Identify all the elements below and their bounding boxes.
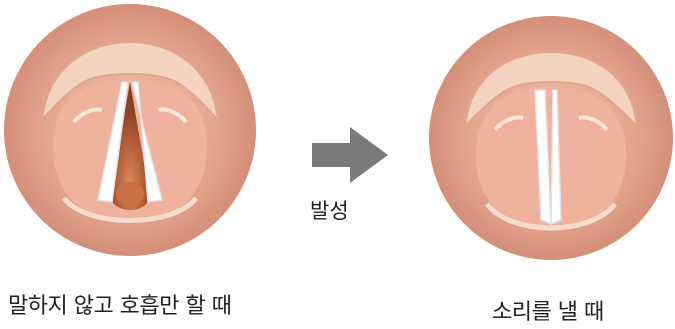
right-caption: 소리를 낼 때 bbox=[492, 294, 604, 326]
right-arrow-icon bbox=[310, 125, 390, 185]
larynx-open-illustration bbox=[2, 2, 258, 258]
arrow-label: 발성 bbox=[310, 195, 349, 225]
larynx-closed-illustration bbox=[427, 14, 675, 262]
trachea-ring bbox=[116, 182, 144, 206]
left-caption: 말하지 않고 호흡만 할 때 bbox=[8, 288, 231, 320]
